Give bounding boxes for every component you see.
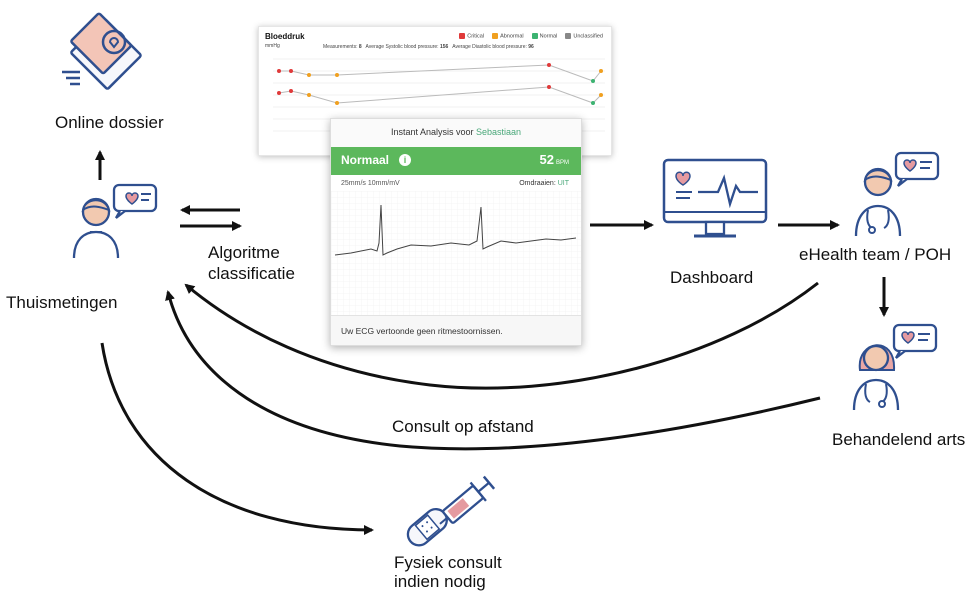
legend-unclassified-label: Unclassified <box>573 33 603 40</box>
legend-critical-label: Critical <box>467 33 485 40</box>
bp-legend: Critical Abnormal Normal Unclassified <box>459 33 603 39</box>
fysiek-consult-line-2: indien nodig <box>394 572 486 591</box>
legend-critical: Critical <box>459 33 484 39</box>
ecg-settings: 25mm/s 10mm/mV <box>341 180 400 187</box>
consult-op-afstand-label: Consult op afstand <box>392 417 534 436</box>
ecg-waveform <box>334 204 577 256</box>
fysiek-consult-line-1: Fysiek consult <box>394 553 502 572</box>
algoritme-line-1: Algoritme <box>208 243 280 262</box>
bp-stat-measurements-value: 8 <box>358 44 362 50</box>
ecg-patient-name: Sebastiaan <box>476 127 522 137</box>
ecg-flip[interactable]: Omdraaien: UIT <box>519 180 569 187</box>
bp-stats: Measurements: 8 Average Systolic blood p… <box>323 44 534 50</box>
ecg-card: Instant Analysis voor Sebastiaan Normaal… <box>330 118 582 346</box>
bp-stat-diastolic-value: 96 <box>528 44 534 50</box>
syringe-bandage-icon <box>406 475 496 547</box>
document-heart-icon <box>62 12 142 90</box>
doctor-female-chat-icon <box>852 323 938 411</box>
info-icon[interactable]: i <box>399 154 411 166</box>
algoritme-line-2: classificatie <box>208 264 295 283</box>
fysiek-consult-label: Fysiek consult indien nodig <box>394 553 502 591</box>
ecg-header: Instant Analysis voor Sebastiaan <box>331 119 581 148</box>
legend-abnormal: Abnormal <box>492 33 524 39</box>
bp-unit: mmHg <box>265 43 280 49</box>
bp-stat-measurements-label: Measurements: <box>323 44 358 50</box>
bp-points <box>277 63 603 105</box>
bp-stat-systolic-label: Average Systolic blood pressure: <box>365 44 439 50</box>
bp-stat-systolic-value: 156 <box>439 44 449 50</box>
ecg-bpm-unit: BPM <box>555 160 569 166</box>
ecg-header-prefix: Instant Analysis voor <box>390 127 474 137</box>
algoritme-label: Algoritme classificatie <box>208 242 295 284</box>
legend-unclassified: Unclassified <box>565 33 603 39</box>
ecg-bpm-value: 52 <box>539 152 554 167</box>
legend-abnormal-label: Abnormal <box>500 33 524 40</box>
legend-normal-label: Normal <box>539 33 558 40</box>
ehealth-team-label: eHealth team / POH <box>799 245 952 264</box>
bp-plot <box>273 58 605 132</box>
dashboard-label: Dashboard <box>670 268 754 287</box>
patient-chat-icon <box>72 183 158 259</box>
thuismetingen-label: Thuismetingen <box>6 293 118 312</box>
ecg-footer: Uw ECG vertoonde geen ritmestoornissen. <box>331 315 581 345</box>
online-dossier-label: Online dossier <box>55 113 164 132</box>
arrow-ehealth-to-thuis <box>184 281 819 390</box>
bp-title: Bloeddruk <box>265 32 305 41</box>
ecg-flip-label: Omdraaien: <box>519 180 556 187</box>
arrow-arts-to-thuis <box>165 290 821 451</box>
ecg-flip-value: UIT <box>557 180 569 187</box>
arrow-to-fysiek <box>100 342 374 535</box>
legend-normal: Normal <box>531 33 558 40</box>
behandelend-arts-label: Behandelend arts <box>832 430 966 449</box>
doctor-male-chat-icon <box>854 151 940 237</box>
monitor-ecg-icon <box>662 158 768 238</box>
ecg-status: Normaal <box>341 153 390 167</box>
ecg-trace <box>331 191 581 315</box>
bp-stat-diastolic-label: Average Diastolic blood pressure: <box>452 44 527 50</box>
bp-systolic-line <box>279 64 602 82</box>
